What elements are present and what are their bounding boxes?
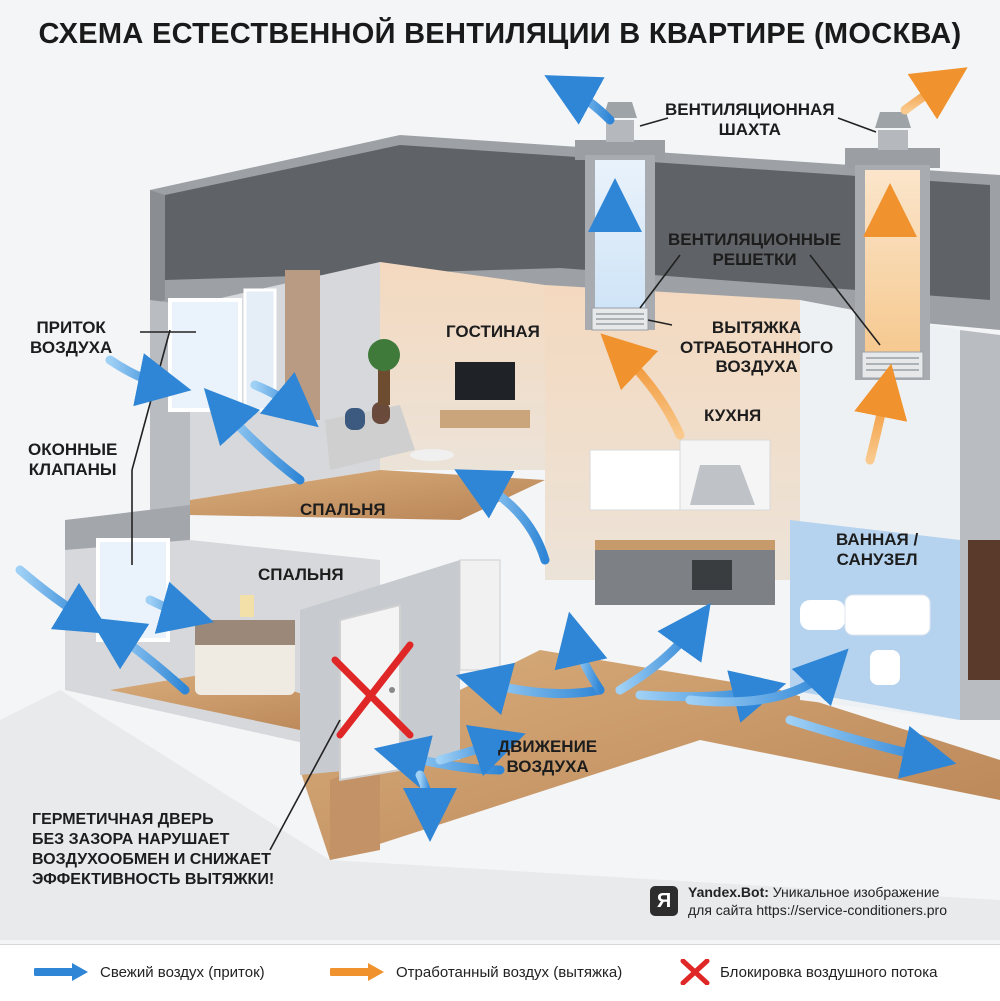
label-air-movement: ДВИЖЕНИЕ ВОЗДУХА <box>498 737 597 776</box>
label-line: ВЫТЯЖКА <box>711 318 802 337</box>
credit-brand: Yandex.Bot: <box>688 884 769 900</box>
label-line: ДВИЖЕНИЕ <box>498 737 598 756</box>
label-warning-sealed-door: ГЕРМЕТИЧНАЯ ДВЕРЬ БЕЗ ЗАЗОРА НАРУШАЕТ ВО… <box>32 810 274 890</box>
label-line: ВОЗДУХА <box>715 357 798 377</box>
label-line: ОКОННЫЕ <box>28 440 118 459</box>
label-kitchen: КУХНЯ <box>704 406 762 425</box>
credit-text: Yandex.Bot: Уникальное изображение для с… <box>688 884 988 919</box>
legend-label: Отработанный воздух (вытяжка) <box>396 963 623 981</box>
label-line: ВОЗДУХА <box>506 756 589 776</box>
label-line: САНУЗЕЛ <box>836 549 918 569</box>
exhaust-air-flows <box>600 67 968 465</box>
label-line: БЕЗ ЗАЗОРА НАРУШАЕТ <box>32 831 230 848</box>
label-line: ВЕНТИЛЯЦИОННАЯ <box>665 100 835 119</box>
label-air-inflow: ПРИТОК ВОЗДУХА <box>30 318 112 357</box>
legend-item-fresh-air: Свежий воздух (приток) <box>34 959 265 985</box>
label-exhaust: ВЫТЯЖКА ОТРАБОТАННОГО ВОЗДУХА <box>680 318 833 377</box>
credit-line1: Уникальное изображение <box>768 884 940 900</box>
label-line: РЕШЕТКИ <box>712 249 797 269</box>
left-ventilation-shaft <box>575 102 665 331</box>
ground <box>0 690 1000 940</box>
yandex-logo-icon: Я <box>650 886 678 916</box>
label-lower-bedroom: СПАЛЬНЯ <box>258 565 344 584</box>
label-line: ГЕРМЕТИЧНАЯ ДВЕРЬ <box>32 811 214 828</box>
page-title: СХЕМА ЕСТЕСТВЕННОЙ ВЕНТИЛЯЦИИ В КВАРТИРЕ… <box>38 18 962 50</box>
legend-item-blocked-flow: Блокировка воздушного потока <box>680 959 937 985</box>
label-line: ВОЗДУХООБМЕН И СНИЖАЕТ <box>32 851 271 868</box>
label-line: ВОЗДУХА <box>30 337 113 357</box>
blue-arrow-icon <box>34 963 88 981</box>
label-living-room: ГОСТИНАЯ <box>446 322 540 341</box>
bathroom <box>790 300 1000 720</box>
red-cross-icon <box>680 959 710 985</box>
label-window-valves: ОКОННЫЕ КЛАПАНЫ <box>28 440 117 479</box>
label-line: ВЕНТИЛЯЦИОННЫЕ <box>668 230 842 249</box>
label-line: КЛАПАНЫ <box>28 459 117 479</box>
credit-line2: для сайта https://service-conditioners.p… <box>688 901 947 918</box>
legend-item-exhaust-air: Отработанный воздух (вытяжка) <box>330 959 622 985</box>
label-bathroom: ВАННАЯ / САНУЗЕЛ <box>836 530 918 569</box>
label-ventilation-shaft: ВЕНТИЛЯЦИОННАЯ ШАХТА <box>665 100 835 139</box>
legend-label: Блокировка воздушного потока <box>720 963 938 981</box>
label-ventilation-grilles: ВЕНТИЛЯЦИОННЫЕ РЕШЕТКИ <box>668 230 841 269</box>
legend-label: Свежий воздух (приток) <box>100 963 265 981</box>
leader-lines <box>131 117 881 851</box>
label-line: ПРИТОК <box>36 318 106 337</box>
blocked-door-cross <box>331 641 414 739</box>
label-line: ВАННАЯ / <box>836 530 919 549</box>
fresh-air-flows <box>15 75 957 842</box>
label-line: ШАХТА <box>718 119 781 139</box>
label-line: ОТРАБОТАННОГО <box>680 337 834 357</box>
legend: Свежий воздух (приток) Отработанный возд… <box>0 944 1000 1001</box>
label-line: ЭФФЕКТИВНОСТЬ ВЫТЯЖКИ! <box>32 871 275 888</box>
label-upper-bedroom: СПАЛЬНЯ <box>300 500 386 519</box>
orange-arrow-icon <box>330 963 384 981</box>
